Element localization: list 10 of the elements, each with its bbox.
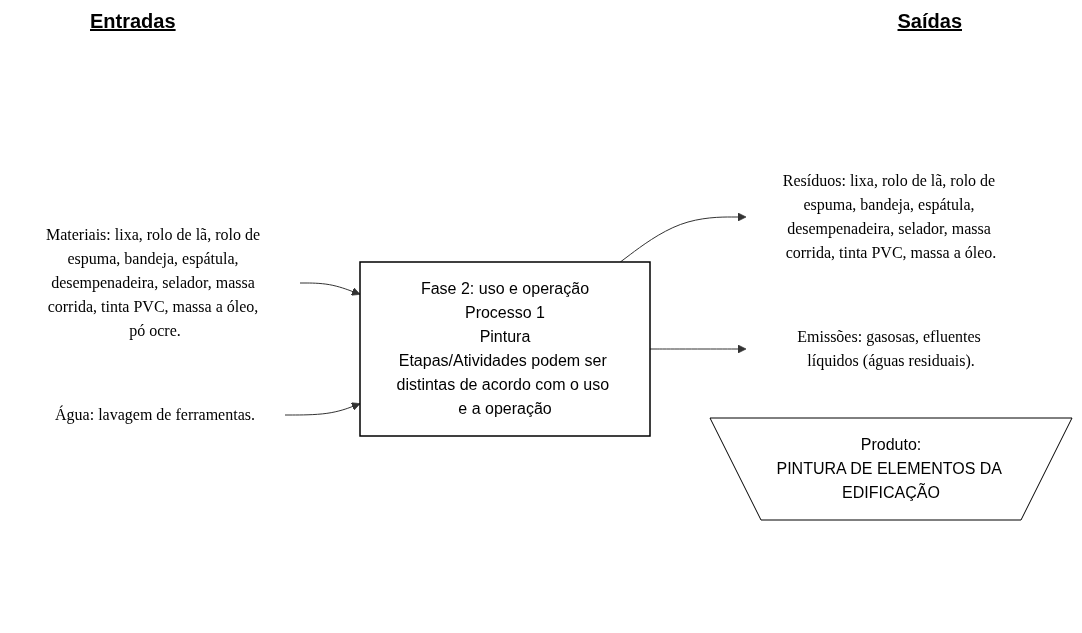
column-heading: Saídas <box>897 10 962 34</box>
arrow <box>619 212 747 262</box>
arrow <box>284 401 361 415</box>
arrow <box>299 282 361 296</box>
node-text: Emissões: gasosas, efluentes líquidos (águas residuais). <box>797 327 981 369</box>
node-box: Fase 2: uso e operação Processo 1 Pintura Etapas/Atividades podem ser distintas de acordo com o uso e a operação <box>359 260 651 437</box>
node-text: Resíduos: lixa, rolo de lã, rolo de espuma, bandeja, espátula, desempenadeira, selador, massa corrida, tinta PVC, massa a óleo. <box>782 171 997 261</box>
node-text: Água: lavagem de ferramentas. <box>55 405 255 423</box>
node-text: Materiais: lixa, rolo de lã, rolo de espuma, bandeja, espátula, desempenadeira, selador, massa corrida, tinta PVC, massa a óleo, pó ocre. <box>45 225 261 339</box>
column-heading: Entradas <box>90 10 176 34</box>
